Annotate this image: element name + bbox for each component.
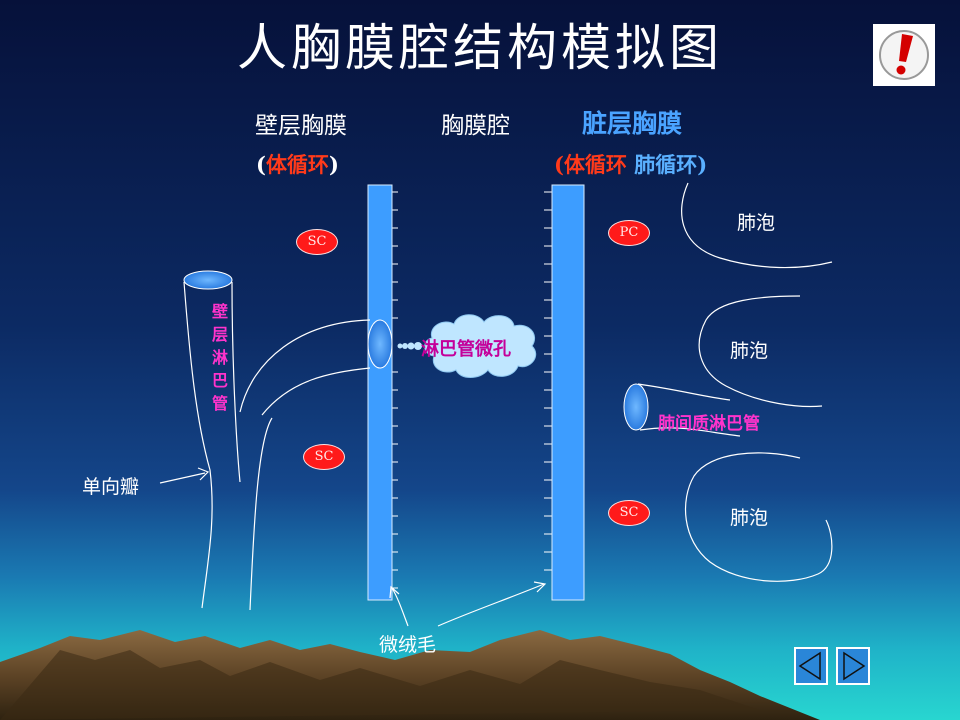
parietal-microvilli [392, 191, 398, 589]
stoma-dots [397, 342, 422, 350]
paren-open: ( [554, 152, 564, 177]
lymphatic-stoma-opening [367, 319, 393, 369]
interstitial-lymph-label: 肺间质淋巴管 [658, 414, 760, 434]
alveolus-outline-3 [684, 452, 833, 582]
visceral-pleura-header: 脏层胸膜 [582, 109, 683, 138]
sc-badge: SC [303, 444, 345, 470]
paren-close: ) [697, 152, 708, 177]
one-way-valve-label: 单向瓣 [82, 476, 140, 498]
pc-badge: PC [608, 220, 650, 246]
parietal-lymph-label: 壁层淋巴管 [211, 302, 228, 413]
visceral-microvilli [544, 191, 552, 571]
interstitial-lymph-wall-bottom [639, 427, 741, 437]
alveolus-outline-1 [681, 182, 833, 269]
sc-badge: SC [608, 500, 650, 526]
microvilli-arrow-left [391, 587, 409, 627]
mountain-ridge-shadow [0, 650, 760, 720]
alveolus-outline-2 [698, 295, 823, 408]
alveolus-label: 肺泡 [730, 340, 769, 362]
prev-slide-button[interactable] [794, 647, 828, 685]
lymph-branch-descend [249, 417, 273, 611]
exclamation-logo-icon [873, 24, 935, 86]
microvilli-arrow-right [437, 583, 545, 627]
parietal-lymph-wall-left [183, 281, 213, 609]
sc-badge: SC [296, 229, 338, 255]
parietal-pleura-membrane [367, 184, 393, 601]
visceral-pleura-membrane [551, 184, 585, 601]
valve-pointer-arrow [159, 472, 206, 484]
stoma-cloud [424, 314, 537, 378]
alveolus-label: 肺泡 [730, 507, 769, 529]
parietal-pleura-header: 壁层胸膜 [255, 113, 347, 139]
interstitial-lymph-wall-top [637, 383, 731, 401]
microvilli-label: 微绒毛 [379, 634, 437, 656]
lymphatic-stoma-label: 淋巴管微孔 [421, 339, 511, 360]
systemic-circulation-label: 体循环 [265, 152, 329, 177]
parietal-lymph-wall-right [231, 281, 241, 483]
systemic-circulation-label: 体循环 [563, 152, 627, 177]
next-slide-button[interactable] [836, 647, 870, 685]
parietal-lymph-opening [183, 270, 233, 290]
triangle-right-icon [843, 651, 866, 681]
alveolus-label: 肺泡 [737, 212, 776, 234]
pulmonary-circulation-label: 肺循环 [634, 152, 698, 177]
pleural-cavity-header: 胸膜腔 [441, 113, 510, 139]
triangle-left-icon [798, 651, 821, 681]
paren-close: ) [328, 152, 339, 177]
lymph-branch-lower [261, 367, 371, 416]
lymph-branch-upper [239, 319, 371, 413]
slide-title: 人胸膜腔结构模拟图 [237, 19, 723, 77]
parietal-circulation: (体循环) [256, 149, 339, 179]
visceral-circulation: (体循环 肺循环) [554, 149, 707, 179]
paren-open: ( [256, 152, 266, 177]
interstitial-lymph-opening [623, 383, 649, 431]
